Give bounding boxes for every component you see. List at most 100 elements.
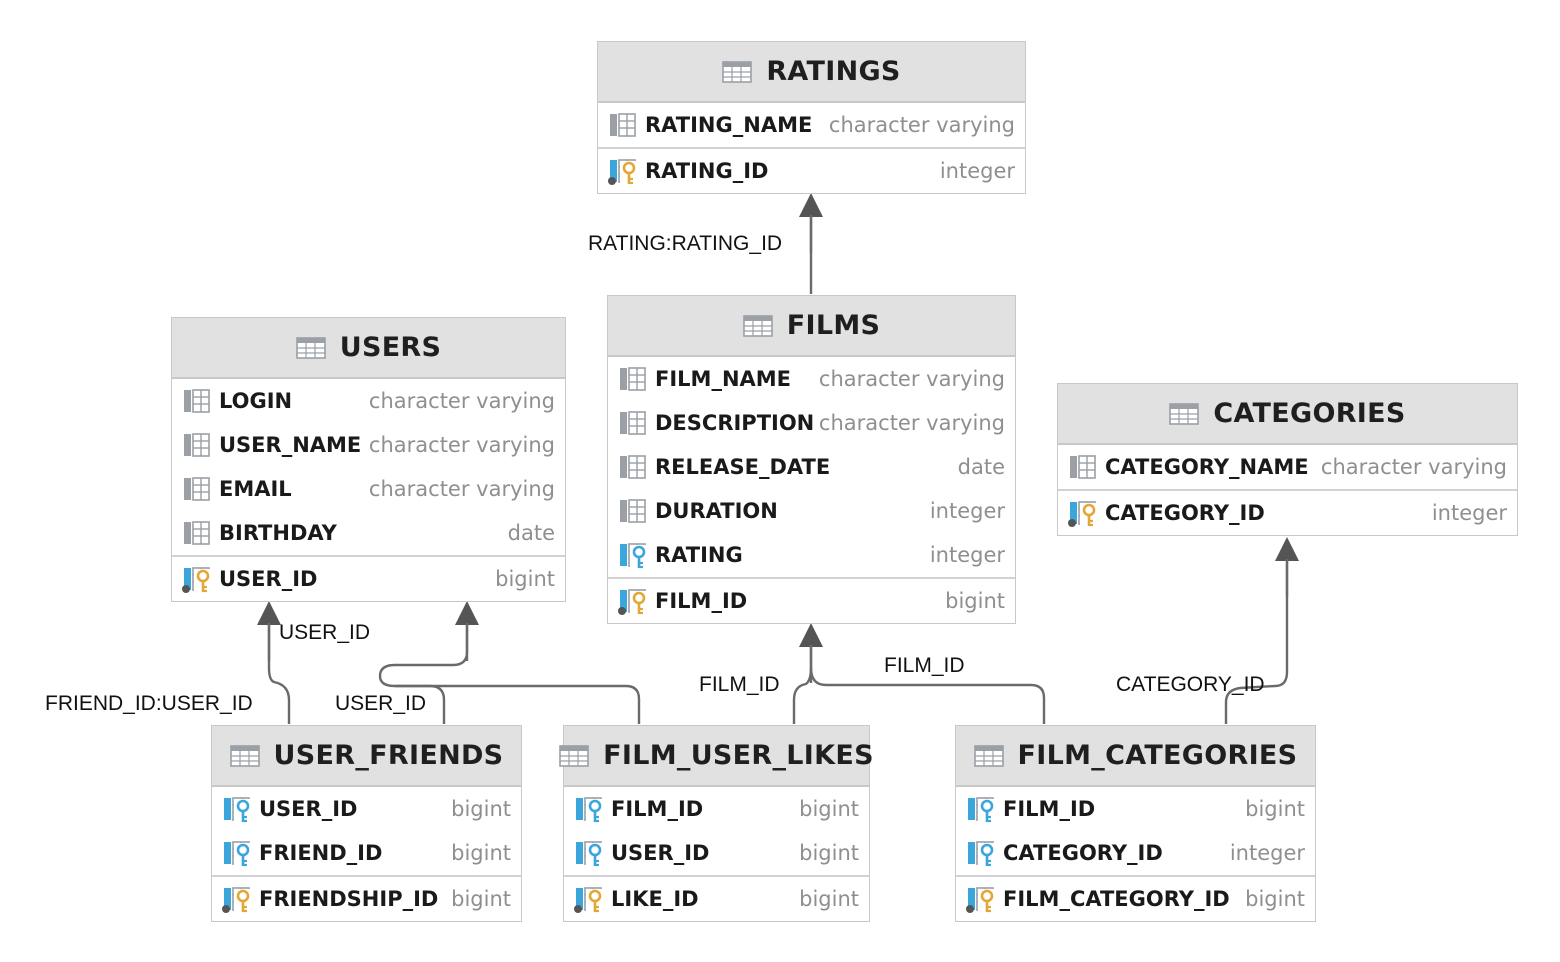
column-name: FILM_NAME	[655, 367, 792, 391]
column-type: bigint	[945, 589, 1005, 613]
relation-line-fc-film[interactable]	[809, 667, 1046, 724]
relation-line-uf-friend[interactable]	[267, 624, 291, 724]
column-type: integer	[929, 543, 1005, 567]
relation-label-uf-user: USER_ID	[335, 692, 427, 715]
column-name: FILM_CATEGORY_ID	[1003, 887, 1230, 911]
column-icon	[1068, 453, 1098, 481]
table-name: CATEGORIES	[1213, 398, 1406, 429]
primary-key-icon	[182, 565, 212, 593]
primary-key-row[interactable]: FRIENDSHIP_ID bigint	[212, 875, 521, 921]
relation-line-ful-user[interactable]	[395, 684, 641, 724]
table-header[interactable]: FILM_CATEGORIES	[956, 726, 1315, 787]
arrowhead	[257, 601, 281, 625]
relation-label-fc-film: FILM_ID	[884, 654, 965, 677]
column-name: FILM_ID	[1003, 797, 1096, 821]
column-type: character varying	[818, 367, 1005, 391]
column-row[interactable]: FILM_NAME character varying	[608, 357, 1015, 401]
column-name: FRIENDSHIP_ID	[259, 887, 439, 911]
column-type: bigint	[799, 841, 859, 865]
table-header[interactable]: RATINGS	[598, 42, 1025, 103]
primary-key-row[interactable]: FILM_ID bigint	[608, 577, 1015, 623]
column-type: character varying	[818, 411, 1005, 435]
primary-key-icon	[608, 157, 638, 185]
foreign-key-icon	[618, 541, 648, 569]
column-icon	[618, 453, 648, 481]
column-type: bigint	[451, 887, 511, 911]
column-row[interactable]: DURATION integer	[608, 489, 1015, 533]
relation-label-ful-film: FILM_ID	[699, 673, 780, 696]
column-row[interactable]: RATING integer	[608, 533, 1015, 577]
column-name: FILM_ID	[655, 589, 748, 613]
table-header[interactable]: FILM_USER_LIKES	[559, 726, 874, 787]
column-name: LIKE_ID	[611, 887, 699, 911]
column-name: USER_ID	[611, 841, 710, 865]
relation-line-fc-category[interactable]	[1224, 560, 1289, 724]
relation-line-ful-film[interactable]	[792, 646, 813, 724]
column-row[interactable]: RATING_NAME character varying	[598, 103, 1025, 147]
foreign-key-icon	[966, 839, 996, 867]
column-row[interactable]: USER_ID bigint	[212, 787, 521, 831]
column-name: DESCRIPTION	[655, 411, 815, 435]
table-name: FILM_CATEGORIES	[1017, 740, 1298, 771]
primary-key-icon	[966, 885, 996, 913]
column-name: RATING	[655, 543, 743, 567]
column-name: RATING_NAME	[645, 113, 813, 137]
column-type: character varying	[828, 113, 1015, 137]
table-header[interactable]: FILMS	[608, 296, 1015, 357]
table-name: RATINGS	[766, 56, 901, 87]
column-type: bigint	[451, 797, 511, 821]
column-icon	[182, 475, 212, 503]
column-type: bigint	[799, 887, 859, 911]
column-type: integer	[1229, 841, 1305, 865]
relation-label-uf-friend: FRIEND_ID:USER_ID	[45, 692, 253, 715]
relation-line-uf-user[interactable]	[378, 624, 469, 724]
column-name: USER_ID	[259, 797, 358, 821]
table-header[interactable]: USER_FRIENDS	[212, 726, 521, 787]
column-type: bigint	[495, 567, 555, 591]
table-name: USERS	[339, 332, 442, 363]
column-type: integer	[1431, 501, 1507, 525]
column-type: integer	[929, 499, 1005, 523]
column-name: BIRTHDAY	[219, 521, 337, 545]
column-row[interactable]: USER_ID bigint	[564, 831, 869, 875]
column-icon	[618, 409, 648, 437]
table-header[interactable]: USERS	[172, 318, 565, 379]
column-name: EMAIL	[219, 477, 292, 501]
column-name: DURATION	[655, 499, 778, 523]
primary-key-icon	[574, 885, 604, 913]
table-icon	[742, 314, 773, 337]
table-header[interactable]: CATEGORIES	[1058, 384, 1517, 445]
column-name: USER_ID	[219, 567, 318, 591]
table-icon	[559, 744, 589, 767]
column-name: CATEGORY_NAME	[1105, 455, 1309, 479]
primary-key-row[interactable]: USER_ID bigint	[172, 555, 565, 601]
arrowhead	[1275, 537, 1299, 561]
column-icon	[618, 497, 648, 525]
primary-key-row[interactable]: LIKE_ID bigint	[564, 875, 869, 921]
column-type: integer	[939, 159, 1015, 183]
foreign-key-icon	[574, 839, 604, 867]
column-icon	[182, 431, 212, 459]
